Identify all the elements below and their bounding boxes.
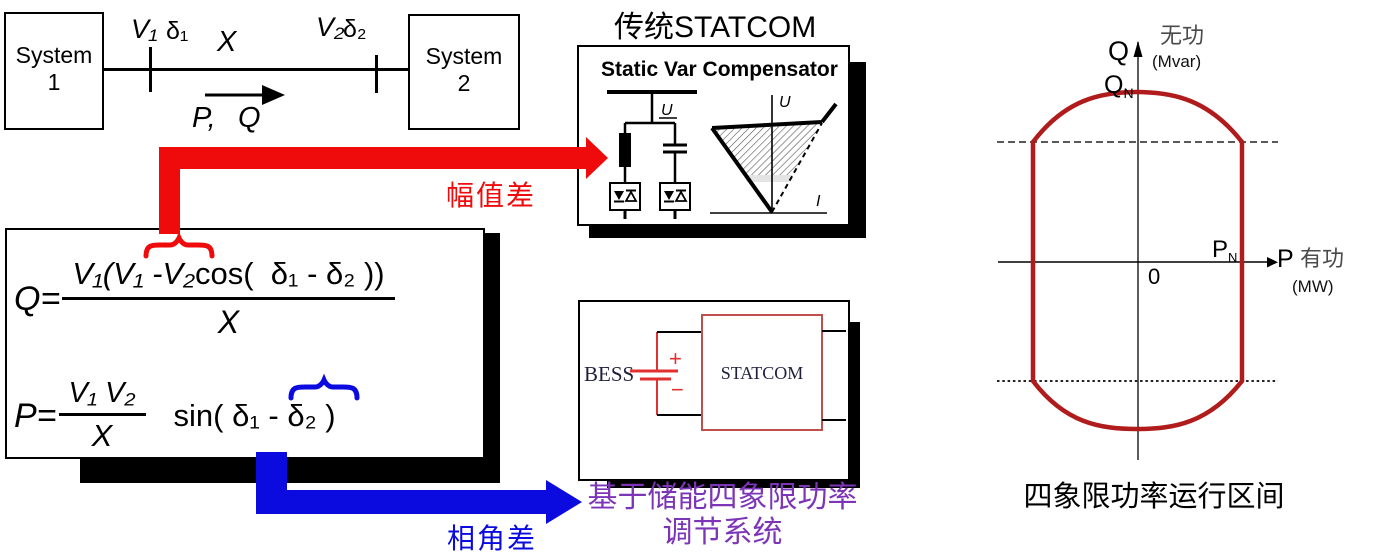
thyristor-left-a — [614, 191, 624, 200]
vi-hatched-region — [712, 123, 821, 175]
power-flow-arrow — [205, 85, 285, 105]
q-formula-fraction: V₁(V₁ -V₂cos( δ₁ - δ₂ )) X — [62, 254, 395, 344]
p-formula-fraction: V₁ V₂ X — [58, 376, 146, 456]
bess-caption: 基于储能四象限功率 调节系统 — [575, 480, 870, 550]
p-formula-sin-term: sin( δ₁ - δ₂ ) — [173, 398, 336, 433]
system2-box: System 2 — [408, 14, 520, 130]
bus1-tick — [149, 47, 152, 92]
thyristor-right-a — [664, 191, 674, 200]
vi-gray-band — [744, 175, 793, 182]
q-formula-numerator: V₁(V₁ -V₂cos( δ₁ - δ₂ )) — [62, 254, 395, 300]
p-axis-arrowhead — [1267, 257, 1278, 268]
p-formula-numerator: V₁ V₂ — [58, 376, 146, 416]
p-formula-denominator: X — [91, 418, 113, 453]
thyristor-valve-left — [609, 182, 641, 211]
system1-box: System 1 — [4, 12, 104, 130]
p-axis-label: P — [1277, 245, 1294, 273]
vi-dashed-line — [771, 122, 823, 213]
p-flow-label: P, — [192, 102, 216, 134]
q-axis-arrowhead — [1133, 41, 1143, 57]
q-formula: Q= V₁(V₁ -V₂cos( δ₁ - δ₂ )) X — [14, 254, 395, 344]
thyristor-valve-right — [659, 182, 691, 211]
origin-label: 0 — [1148, 264, 1160, 289]
formula-box — [5, 228, 485, 459]
capability-region-curve — [1030, 89, 1245, 432]
red-brace — [143, 231, 215, 259]
bess-caption-line2: 调节系统 — [662, 516, 783, 549]
thyristor-left-b — [624, 190, 638, 202]
q-axis-label: Q — [1108, 36, 1129, 66]
q-flow-label: Q — [238, 102, 261, 134]
blue-arrow-horizontal — [256, 490, 546, 514]
red-arrow-horizontal — [159, 147, 586, 169]
pq-chart-caption: 四象限功率运行区间 — [1023, 481, 1285, 513]
system1-label: System — [15, 42, 93, 68]
p-axis-name: 有功 — [1300, 246, 1344, 271]
bess-label: BESS — [584, 362, 634, 386]
blue-arrowhead — [546, 480, 582, 524]
statcom-block-label: STATCOM — [721, 363, 804, 383]
qn-label: QN — [1104, 71, 1134, 101]
bess-diagram-svg: BESS + − STATCOM — [584, 314, 846, 431]
bus2-voltage-label: V₂ — [316, 12, 345, 42]
vi-u-label: U — [779, 94, 791, 111]
pn-label: PN — [1212, 236, 1237, 265]
system1-number: 1 — [47, 69, 61, 95]
p-axis-unit: (MW) — [1292, 277, 1334, 296]
vi-i-label: I — [816, 193, 821, 210]
q-formula-denominator: X — [217, 304, 240, 340]
system2-number: 2 — [457, 70, 471, 96]
svc-diagram-svg: U U I — [607, 90, 838, 219]
bess-caption-line1: 基于储能四象限功率 — [587, 481, 858, 514]
red-arrow-label: 幅值差 — [446, 180, 537, 211]
statcom-heading: 传统STATCOM — [614, 11, 817, 44]
thyristor-right-b — [674, 190, 688, 202]
system2-label: System — [425, 43, 503, 69]
bus2-angle-label: δ₂ — [343, 15, 367, 43]
pq-chart-svg: Q 无功 (Mvar) QN 0 PN P 有功 (MW) — [997, 23, 1344, 460]
battery-minus-label: − — [671, 377, 684, 402]
p-formula-lhs: P= — [14, 396, 57, 435]
red-arrowhead — [586, 137, 608, 179]
bus1-voltage-label: V₁ — [131, 14, 158, 44]
p-formula: P= V₁ V₂ X sin( δ₁ - δ₂ ) — [14, 376, 336, 456]
transmission-line — [104, 68, 408, 71]
blue-arrow-label: 相角差 — [447, 523, 538, 554]
battery-plus-label: + — [669, 346, 682, 371]
q-axis-unit: (Mvar) — [1152, 52, 1201, 71]
statcom-block — [701, 314, 823, 431]
bus2-tick — [375, 55, 378, 93]
reactor-symbol — [619, 133, 631, 167]
bus-voltage-label: U — [661, 102, 673, 119]
svc-title: Static Var Compensator — [601, 58, 838, 81]
reactance-label: X — [217, 26, 237, 58]
blue-brace — [288, 373, 360, 401]
vi-characteristic-line — [710, 102, 838, 214]
q-formula-lhs: Q= — [14, 279, 61, 318]
q-axis-name: 无功 — [1160, 23, 1204, 48]
bus1-angle-label: δ₁ — [166, 17, 189, 45]
